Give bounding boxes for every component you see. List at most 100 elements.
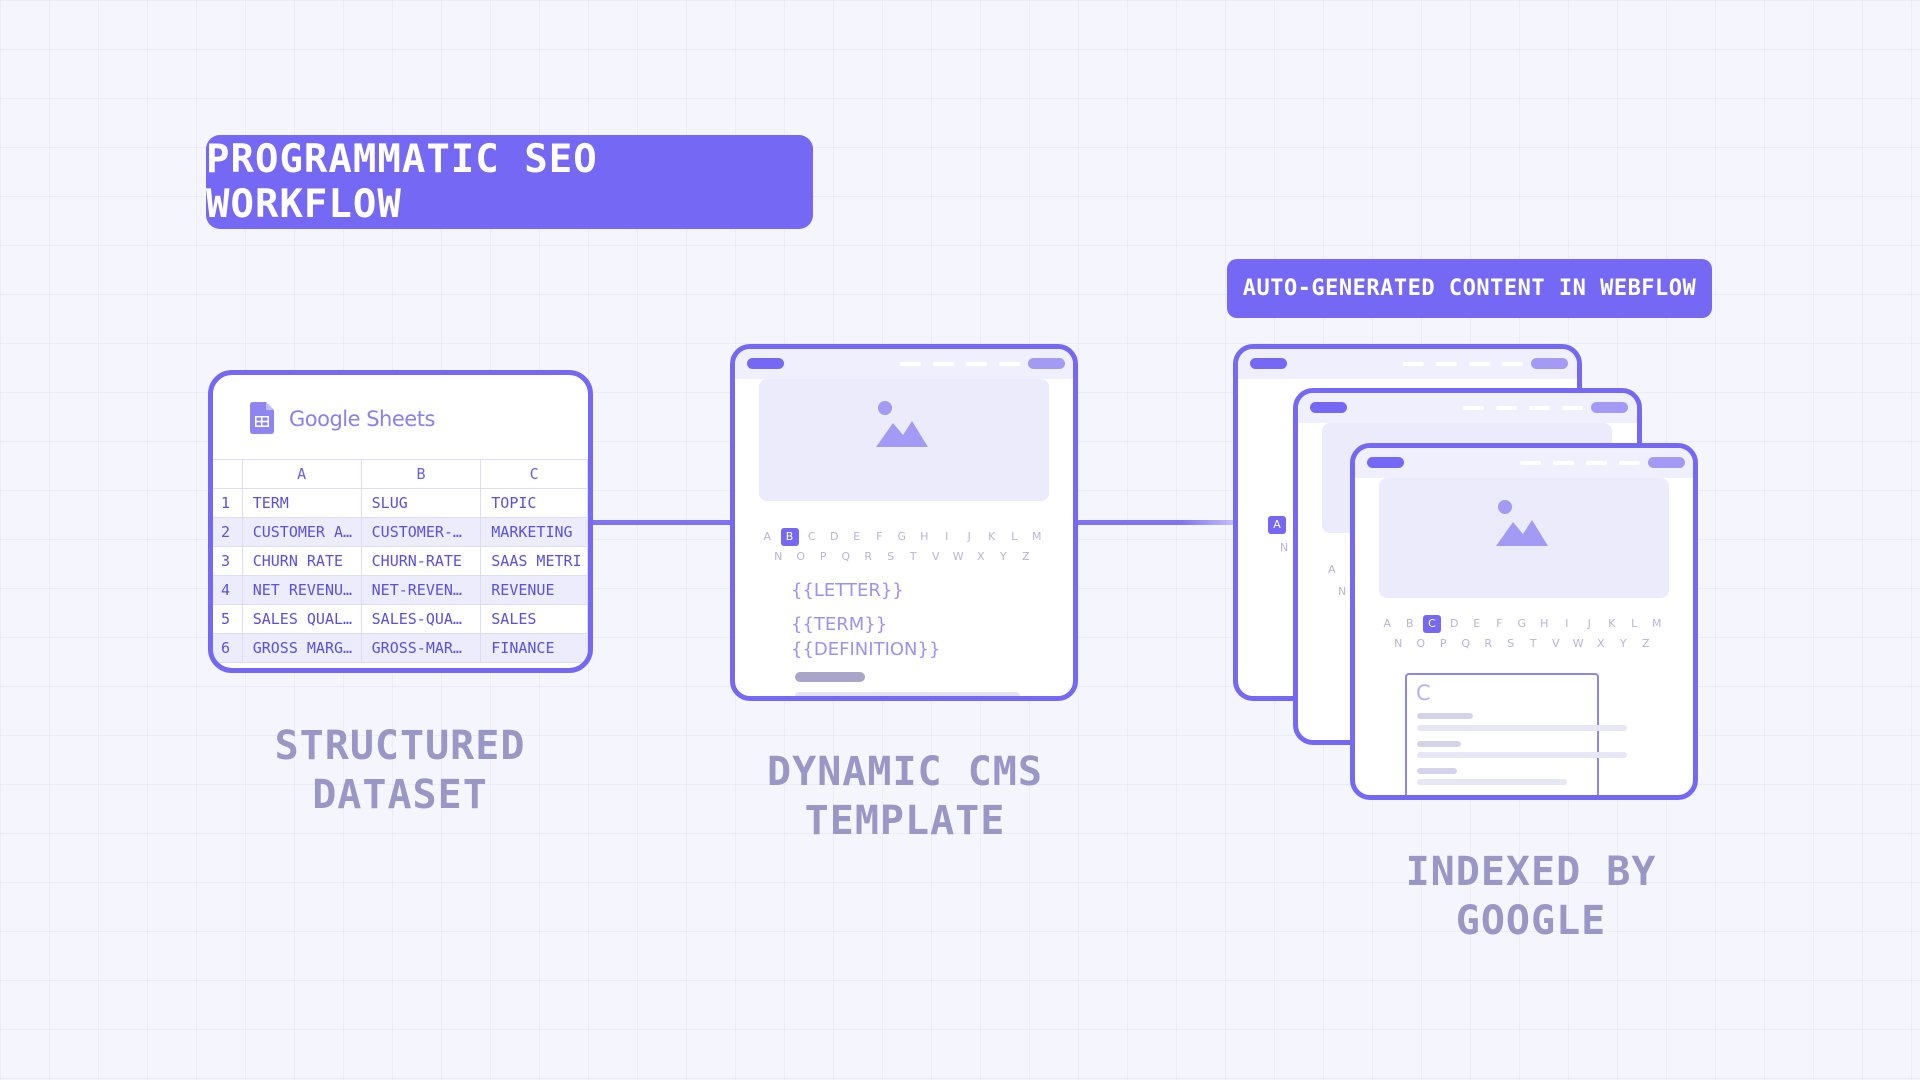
letter-chip: A xyxy=(1268,516,1286,534)
alphabet-letter[interactable]: B xyxy=(780,528,799,546)
caption-line: DATASET xyxy=(312,772,488,818)
nav-dash xyxy=(1502,362,1523,366)
connector-template-to-pages xyxy=(1076,520,1236,525)
alphabet-letter[interactable]: T xyxy=(909,550,917,563)
selected-letter: A xyxy=(1266,516,1288,534)
corner-cell xyxy=(213,459,243,489)
alphabet-letter[interactable]: F xyxy=(1496,617,1503,630)
alphabet-letter[interactable]: N xyxy=(1394,637,1403,650)
column-header: A xyxy=(242,459,362,489)
alphabet-letter[interactable]: D xyxy=(1450,617,1459,630)
content-line xyxy=(1417,752,1627,758)
image-icon xyxy=(1496,500,1548,546)
alphabet-letter[interactable]: G xyxy=(897,530,907,543)
alphabet-letter[interactable]: B xyxy=(1405,617,1414,630)
alphabet-letter[interactable]: H xyxy=(1540,617,1549,630)
alphabet-letter[interactable]: S xyxy=(1507,637,1515,650)
window-button xyxy=(1591,402,1628,413)
letter-placeholder: {{LETTER}} xyxy=(791,580,904,601)
alphabet-letter[interactable]: L xyxy=(1011,530,1018,543)
alphabet-letter[interactable]: C xyxy=(1423,615,1441,633)
alphabet-letter[interactable]: K xyxy=(988,530,996,543)
table-row: 3 CHURN RATE CHURN-RATE SAAS METRI xyxy=(213,546,588,576)
alphabet-letter[interactable]: Y xyxy=(1619,637,1627,650)
caption-line: TEMPLATE xyxy=(804,798,1006,844)
cell-term: CHURN RATE xyxy=(242,546,362,576)
alphabet-letter[interactable]: H xyxy=(920,530,929,543)
nav-dash xyxy=(1586,461,1607,465)
cell-slug: CUSTOMER-… xyxy=(361,517,482,547)
alphabet-letter[interactable]: T xyxy=(1529,637,1537,650)
alphabet-letter[interactable]: E xyxy=(1473,617,1481,630)
row-number: 3 xyxy=(213,546,243,576)
alphabet-letter[interactable]: O xyxy=(796,550,806,563)
cell-topic: TOPIC xyxy=(480,488,588,518)
alphabet-letter[interactable]: Y xyxy=(999,550,1007,563)
alphabet-letter[interactable]: J xyxy=(967,530,971,543)
alphabet-letter[interactable]: C xyxy=(807,530,816,543)
term-placeholder: {{TERM}} xyxy=(791,614,888,635)
image-icon xyxy=(876,401,928,447)
alphabet-letter[interactable]: P xyxy=(1439,637,1447,650)
alphabet-letter[interactable]: N xyxy=(774,550,783,563)
alphabet-letter[interactable]: D xyxy=(830,530,839,543)
alphabet-letter[interactable]: S xyxy=(887,550,895,563)
alphabet-letter[interactable]: M xyxy=(1032,530,1042,543)
caption-indexed-by-google: INDEXED BY GOOGLE xyxy=(1331,848,1731,946)
content-line xyxy=(795,692,1020,696)
alphabet-letter[interactable]: K xyxy=(1608,617,1616,630)
alphabet-letter[interactable]: L xyxy=(1631,617,1638,630)
alphabet-letter[interactable]: V xyxy=(931,550,940,563)
google-sheets-card: Google Sheets A B C 1 TERM SLUG TOPIC 2 … xyxy=(208,370,593,673)
alphabet-letter[interactable]: X xyxy=(1596,637,1605,650)
alphabet-letter[interactable]: Q xyxy=(1461,637,1471,650)
alphabet-letter[interactable]: E xyxy=(853,530,861,543)
nav-dash xyxy=(1562,406,1583,410)
nav-dash xyxy=(966,362,987,366)
alphabet-letter[interactable]: I xyxy=(945,530,949,543)
alphabet-letter[interactable]: V xyxy=(1551,637,1560,650)
alphabet-letter[interactable]: O xyxy=(1416,637,1426,650)
alphabet-letter[interactable]: I xyxy=(1565,617,1569,630)
alphabet-letter[interactable]: A xyxy=(763,530,772,543)
alphabet-letter[interactable]: W xyxy=(952,550,964,563)
alphabet-letter[interactable]: R xyxy=(864,550,873,563)
nav-dash xyxy=(1469,362,1490,366)
cell-term: TERM xyxy=(242,488,362,518)
caption-line: INDEXED BY xyxy=(1405,849,1657,895)
cell-slug: SALES-QUA… xyxy=(361,604,482,634)
content-line xyxy=(795,672,865,682)
cell-slug: NET-REVEN… xyxy=(361,575,482,605)
alphabet-letter[interactable]: G xyxy=(1517,617,1527,630)
image-placeholder xyxy=(759,379,1049,501)
alphabet-letter[interactable]: M xyxy=(1652,617,1662,630)
window-control xyxy=(1367,457,1404,468)
content-line xyxy=(1417,741,1461,747)
alphabet-letter[interactable]: A xyxy=(1383,617,1392,630)
alphabet-letter[interactable]: P xyxy=(819,550,827,563)
nav-dash xyxy=(900,362,921,366)
content-line xyxy=(1417,779,1567,785)
alphabet-letter[interactable]: W xyxy=(1572,637,1584,650)
window-titlebar xyxy=(1355,448,1693,478)
alphabet-letter[interactable]: R xyxy=(1484,637,1493,650)
alphabet-letter[interactable]: Z xyxy=(1021,550,1030,563)
content-line xyxy=(1417,725,1627,731)
cell-slug: GROSS-MAR… xyxy=(361,633,482,663)
table-row: 5 SALES QUAL… SALES-QUA… SALES xyxy=(213,604,588,634)
alphabet-letter[interactable]: Q xyxy=(841,550,851,563)
window-button xyxy=(1028,358,1065,369)
cell-topic: SAAS METRI xyxy=(480,546,588,576)
alphabet-letter[interactable]: X xyxy=(976,550,985,563)
alphabet-letter[interactable]: J xyxy=(1587,617,1591,630)
google-sheets-icon xyxy=(250,402,274,434)
alphabet-letter[interactable]: F xyxy=(876,530,883,543)
caption-line: STRUCTURED xyxy=(274,723,526,769)
alphabet-letter[interactable]: Z xyxy=(1641,637,1650,650)
nav-dash xyxy=(1403,362,1424,366)
table-row: 2 CUSTOMER A… CUSTOMER-… MARKETING xyxy=(213,517,588,547)
